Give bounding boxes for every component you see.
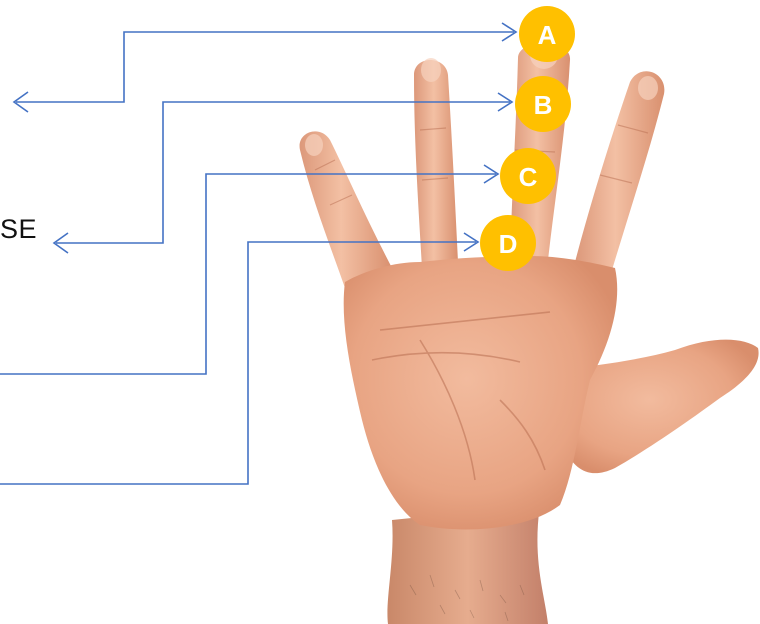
hand-illustration: [299, 41, 759, 624]
fingernails: [305, 41, 658, 156]
wrist-shape: [387, 505, 548, 624]
connector-b: [56, 101, 510, 244]
palm-shape: [343, 256, 618, 530]
index-finger-shape: [575, 71, 665, 270]
marker-d: D: [480, 215, 536, 271]
marker-b: B: [515, 76, 571, 132]
marker-d-label: D: [499, 229, 518, 259]
marker-b-label: B: [534, 90, 553, 120]
marker-c: C: [500, 148, 556, 204]
marker-c-label: C: [519, 162, 538, 192]
connector-c: [0, 173, 496, 375]
connector-b-arrowhead-right: [497, 92, 514, 112]
palm-creases: [371, 311, 551, 481]
connector-a-arrowhead-left: [12, 91, 29, 113]
little-finger-shape: [299, 131, 392, 290]
connector-b-arrowhead-left: [52, 232, 69, 254]
ring-finger-shape: [414, 60, 458, 268]
thumb-shape: [560, 339, 759, 474]
connector-d: [0, 241, 476, 485]
partial-label-se: SE: [0, 214, 38, 244]
connector-c-arrowhead-right: [483, 164, 500, 184]
marker-a: A: [519, 6, 575, 62]
arm-hair-texture: [409, 574, 525, 622]
connector-lines: [0, 22, 518, 485]
connector-d-arrowhead-right: [463, 232, 480, 252]
connector-a: [16, 31, 514, 103]
connector-a-arrowhead-right: [501, 22, 518, 42]
marker-a-label: A: [538, 20, 557, 50]
